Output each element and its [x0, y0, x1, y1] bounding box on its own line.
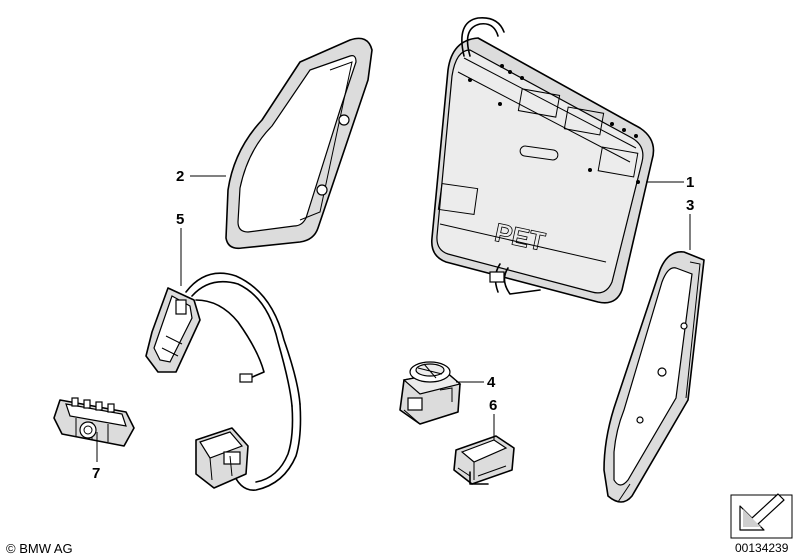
part-6-switch [453, 435, 515, 485]
callout-1: 1 [686, 174, 695, 191]
direction-arrow-box [730, 493, 793, 539]
part-3-vertical-panel [603, 251, 705, 503]
part-5-wiring-harness [145, 272, 302, 491]
diagram-number: 00134239 [735, 541, 789, 555]
callout-7: 7 [92, 465, 101, 482]
callout-6: 6 [489, 397, 498, 414]
callout-4: 4 [487, 374, 496, 391]
part-1-sensor-mat: PET [430, 16, 655, 304]
copyright-text: © BMW AG [6, 541, 73, 556]
callout-5: 5 [176, 211, 185, 228]
part-7-terminal-strip [53, 397, 135, 447]
part-4-actuator [399, 361, 462, 425]
part-2-side-panel [225, 37, 373, 250]
callout-3: 3 [686, 197, 695, 214]
callout-leaders [96, 175, 691, 462]
callout-2: 2 [176, 168, 185, 185]
